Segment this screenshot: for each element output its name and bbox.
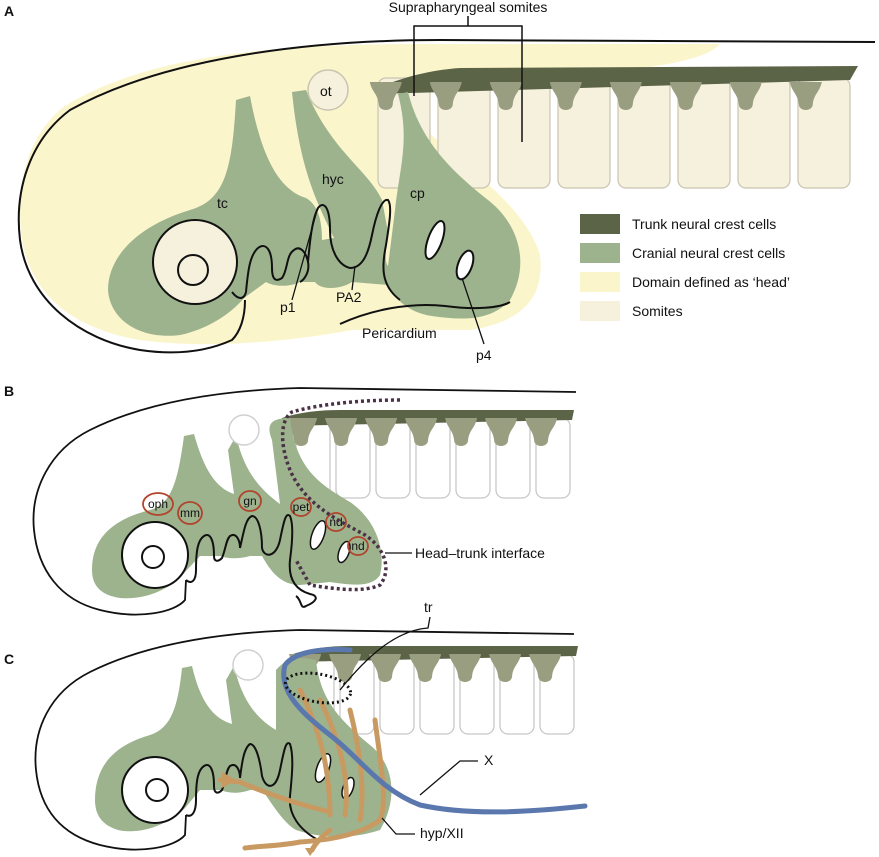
label-p4: p4 — [476, 347, 492, 363]
pharyngeal-outline-c — [185, 742, 319, 841]
panel-a: A Suprapharyngeal somites ot tc hyc cp p… — [4, 0, 876, 363]
hypoglossal-arrowhead-anterior — [222, 772, 236, 788]
label-p1: p1 — [280, 299, 296, 315]
pouch-4 — [455, 249, 475, 281]
a-crest-finger — [609, 82, 642, 110]
c-crest-finger — [369, 654, 402, 682]
label-pericardium: Pericardium — [362, 325, 437, 341]
embryo-outline-b — [32, 387, 577, 616]
label-cp: cp — [410, 185, 425, 201]
a-crest-finger — [669, 82, 702, 110]
label-ot: ot — [320, 83, 332, 99]
eye-inner-b — [141, 545, 165, 569]
legend-swatch — [580, 214, 620, 234]
c-crest-finger — [409, 654, 442, 682]
pouch-3-b — [309, 520, 327, 550]
c-crest-finger — [449, 654, 482, 682]
c-crest-finger — [529, 654, 562, 682]
panel-c-letter: C — [4, 651, 14, 667]
label-hyp-xii: hyp/XII — [420, 825, 464, 841]
placode-label: mm — [180, 506, 200, 520]
legend-swatch — [580, 243, 620, 263]
label-x: X — [484, 752, 494, 768]
c-crest-finger — [489, 654, 522, 682]
b-crest-finger — [525, 418, 558, 446]
embryo-outline-c — [34, 629, 575, 851]
legend-label: Trunk neural crest cells — [632, 216, 776, 232]
legend-label: Domain defined as ‘head’ — [632, 274, 790, 290]
pouch-4-b — [337, 540, 351, 564]
label-pa2: PA2 — [336, 289, 362, 305]
b-crest-finger — [325, 418, 358, 446]
vagus-nerve — [281, 647, 588, 815]
label-tr: tr — [424, 599, 433, 615]
panel-b-letter: B — [4, 383, 14, 399]
label-head-trunk-interface: Head–trunk interface — [415, 545, 545, 561]
b-crest-finger — [365, 418, 398, 446]
pharyngeal-outline — [231, 198, 401, 301]
a-crest-finger — [789, 82, 822, 110]
head-trunk-interface — [280, 398, 401, 592]
placode-ring — [238, 490, 262, 512]
legend-label: Cranial neural crest cells — [632, 245, 785, 261]
c-crest-finger — [329, 654, 362, 682]
placode-ring — [325, 512, 347, 532]
suprapharyngeal-title: Suprapharyngeal somites — [389, 0, 548, 15]
label-hyc: hyc — [322, 171, 344, 187]
b-crest-finger — [485, 418, 518, 446]
a-crest-finger — [729, 82, 762, 110]
eye-inner — [177, 254, 209, 286]
leader-pa2 — [351, 265, 356, 291]
b-crest-finger — [285, 418, 318, 446]
pouch-3 — [424, 220, 446, 260]
legend-label: Somites — [632, 303, 683, 319]
trunk-crest-fingers-a — [369, 82, 822, 110]
b-crest-finger — [445, 418, 478, 446]
eye-inner-c — [145, 778, 169, 802]
placode-label: nd — [351, 539, 364, 553]
legend-swatch — [580, 301, 620, 321]
leader-hyp — [381, 817, 415, 835]
placode-label: gn — [243, 494, 256, 508]
b-crest-finger — [405, 418, 438, 446]
placode-ring — [290, 497, 312, 517]
leader-p4 — [461, 277, 485, 345]
panel-a-letter: A — [4, 3, 14, 19]
trunk-crest-fingers-b — [285, 418, 558, 446]
a-crest-finger — [549, 82, 582, 110]
hypoglossal-nerve — [217, 687, 386, 853]
placode-label: oph — [148, 497, 168, 511]
panel-c: C tr X hyp/XII — [4, 599, 588, 856]
placode-ring — [142, 492, 174, 516]
embryo-outline-a — [17, 38, 876, 354]
otic-vesicle — [307, 69, 349, 111]
hypoglossal-arrowhead-ventral — [305, 848, 316, 856]
legend-swatch — [580, 272, 620, 292]
placode-label: pet — [293, 500, 310, 514]
pharyngeal-outline-b — [185, 514, 317, 608]
a-crest-finger — [369, 82, 402, 110]
pericardium-outline — [339, 301, 511, 325]
otic-vesicle-c — [232, 649, 264, 681]
label-tc: tc — [217, 195, 228, 211]
tr-region — [283, 671, 353, 705]
placode-ring — [177, 501, 203, 525]
suprapharyngeal-bracket — [413, 16, 523, 142]
leader-tr — [339, 616, 431, 691]
otic-vesicle-b — [228, 414, 260, 446]
a-crest-finger — [489, 82, 522, 110]
leader-p1 — [291, 213, 317, 301]
placode-ring — [347, 536, 369, 556]
leader-x — [419, 760, 478, 796]
a-crest-finger — [429, 82, 462, 110]
